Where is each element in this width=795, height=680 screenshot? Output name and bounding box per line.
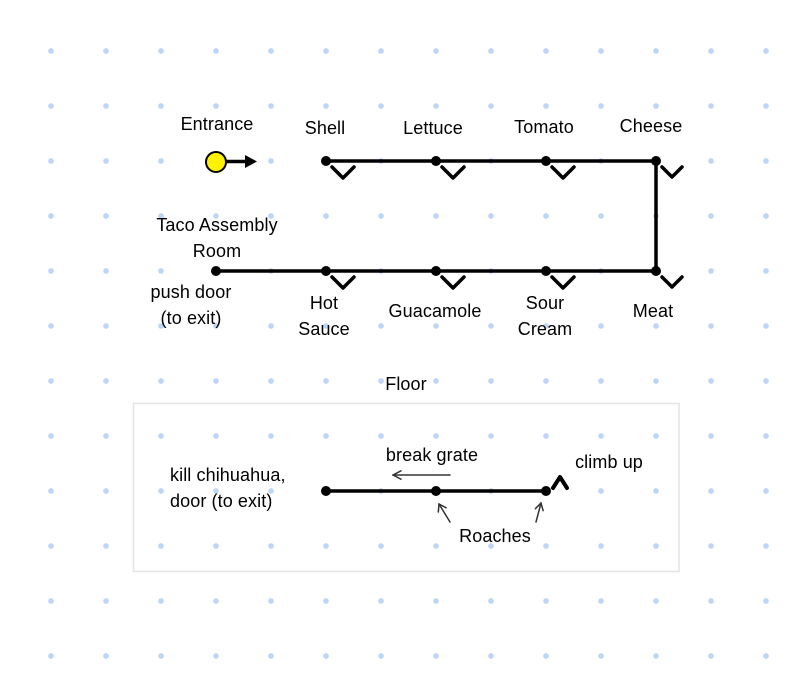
station-label-guacamole: Guacamole: [388, 301, 482, 321]
chevron-down-icon: [440, 275, 466, 290]
push-door-exit-label: push door (to exit): [150, 282, 232, 328]
chevron-down-icon: [440, 165, 466, 180]
player-start-dot: [205, 151, 227, 173]
station-label-cheese: Cheese: [619, 116, 683, 136]
roaches-arrow-left: [437, 503, 451, 523]
entrance-label: Entrance: [180, 114, 254, 134]
station-label-sour-cream: Sour Cream: [517, 293, 573, 339]
node-meat: [651, 266, 661, 276]
node-sour-cream: [541, 266, 551, 276]
node-floor-left: [321, 486, 331, 496]
chevron-down-icons: [330, 165, 684, 290]
node-exit-door: [211, 266, 221, 276]
station-label-hot-sauce: Hot Sauce: [298, 293, 350, 339]
station-label-tomato: Tomato: [514, 117, 574, 137]
node-floor-right: [541, 486, 551, 496]
chevron-down-icon: [660, 165, 684, 179]
arrow-right-head: [245, 155, 257, 168]
node-floor-grate: [431, 486, 441, 496]
floor-boundary-box: [132, 402, 680, 573]
chevron-down-icon: [550, 165, 576, 180]
roaches-arrow-right: [534, 502, 544, 523]
station-node-dots: [211, 156, 661, 496]
break-grate-label: break grate: [385, 445, 479, 465]
kill-chihuahua-exit-label: kill chihuahua, door (to exit): [170, 465, 286, 511]
floor-title-label: Floor: [385, 374, 427, 394]
climb-up-label: climb up: [575, 452, 643, 472]
top-route-line: [324, 159, 658, 273]
chevron-down-icon: [330, 165, 356, 180]
node-hot-sauce: [321, 266, 331, 276]
chevron-up-icon: [551, 475, 569, 490]
node-lettuce: [431, 156, 441, 166]
chevron-down-icon: [330, 275, 356, 290]
chevron-down-icon: [550, 275, 576, 290]
node-tomato: [541, 156, 551, 166]
room-title-label: Taco Assembly Room: [156, 215, 278, 261]
station-label-meat: Meat: [632, 301, 674, 321]
roaches-label: Roaches: [459, 526, 531, 546]
chevron-down-icon: [660, 275, 684, 289]
break-grate-arrow: [392, 470, 451, 480]
entrance-marker: [205, 151, 257, 173]
node-shell: [321, 156, 331, 166]
station-label-shell: Shell: [304, 118, 346, 138]
node-guacamole: [431, 266, 441, 276]
station-label-lettuce: Lettuce: [403, 118, 463, 138]
node-cheese: [651, 156, 661, 166]
